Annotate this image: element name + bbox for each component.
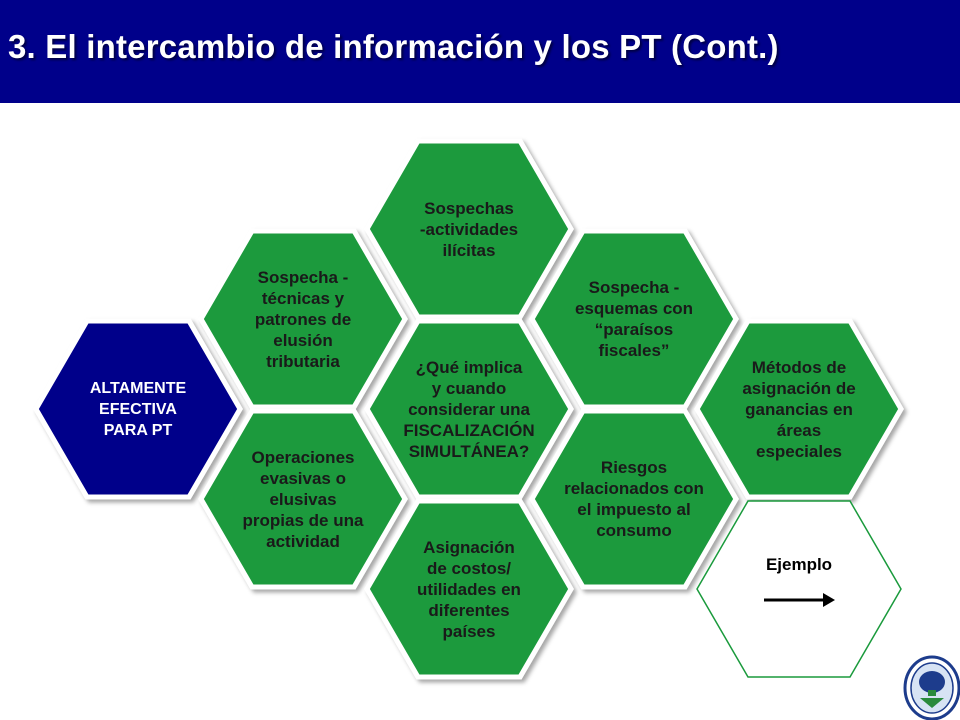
hexagon-metodos xyxy=(694,318,904,500)
arrowhead-icon xyxy=(823,593,835,607)
institution-seal-logo xyxy=(903,655,960,720)
hexagon-altamente xyxy=(33,318,243,500)
hexagon-ejemplo xyxy=(696,500,902,678)
hexagon-label-riesgos: Riesgos relacionados con el impuesto al … xyxy=(564,458,704,540)
hexagon-label-operaciones: Operaciones evasivas o elusivas propias … xyxy=(242,447,364,551)
hexagon-label-metodos: Métodos de asignación de ganancias en ár… xyxy=(742,357,856,461)
hexagon-label-paraisos: Sospecha - esquemas con “paraísos fiscal… xyxy=(574,278,694,360)
hexagon-operaciones xyxy=(198,408,408,590)
hexagon-paraisos xyxy=(529,228,739,410)
title-bar: 3. El intercambio de información y los P… xyxy=(0,0,960,103)
slide-title: 3. El intercambio de información y los P… xyxy=(8,28,779,65)
hexagon-asignacion xyxy=(364,498,574,680)
hexagon-label-ilicitas: Sospechas -actividades ilícitas xyxy=(419,198,519,260)
hexagon-label-tecnicas: Sospecha - técnicas y patrones de elusió… xyxy=(254,267,352,371)
hexagon-riesgos xyxy=(529,408,739,590)
hexagon-que-implica xyxy=(364,318,574,500)
hexagon-label-ejemplo: Ejemplo xyxy=(765,554,833,574)
hexagon-tecnicas xyxy=(198,228,408,410)
hexagon-ilicitas xyxy=(364,138,574,320)
hexagon-label-que-implica: ¿Qué implica y cuando considerar una FIS… xyxy=(403,357,535,461)
hexagon-label-asignacion: Asignación de costos/ utilidades en dife… xyxy=(417,537,521,641)
hexagon-label-altamente: ALTAMENTE EFECTIVA PARA PT xyxy=(89,379,187,439)
